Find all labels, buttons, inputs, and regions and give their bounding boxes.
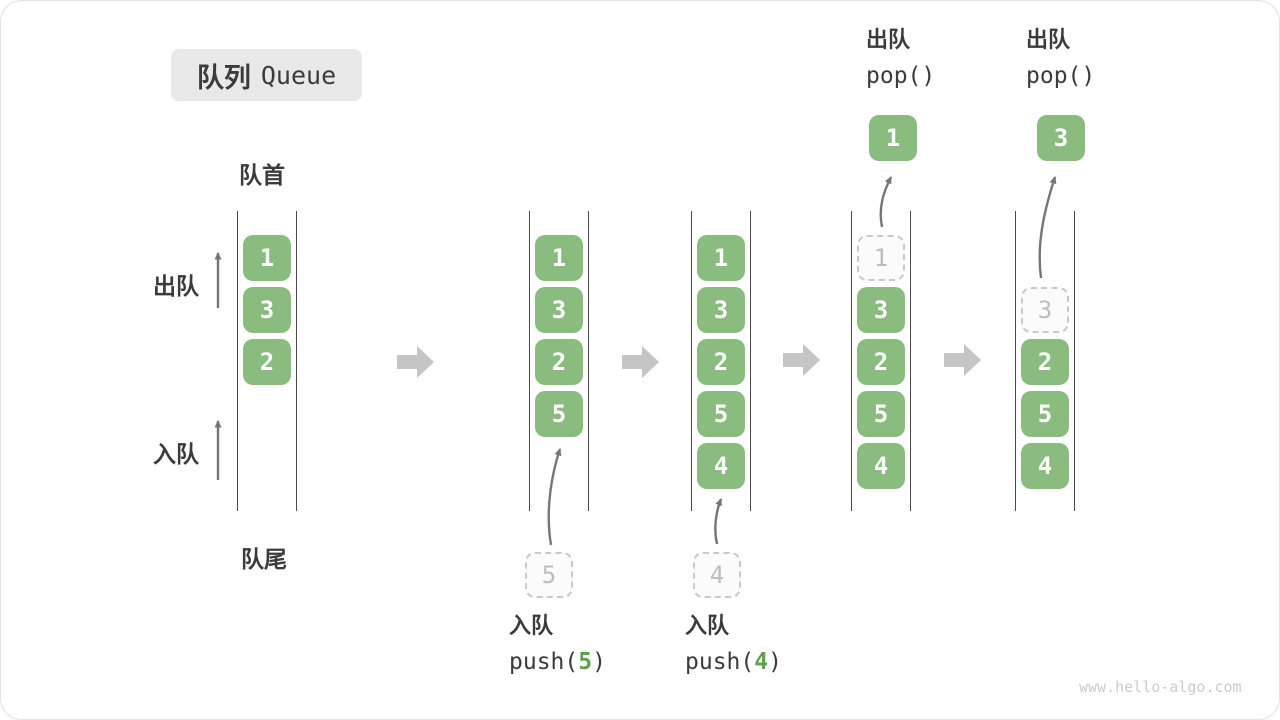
queue-element-cell: 1 [535, 235, 583, 281]
diagram-title-box: 队列 Queue [171, 49, 362, 101]
queue-element-cell: 1 [243, 235, 291, 281]
state-transition-right-block-arrow-icon [622, 346, 659, 378]
diagram-title-zh: 队列 [196, 62, 251, 94]
incoming-element-cell: 5 [525, 552, 573, 598]
queue-element-cell: 3 [697, 287, 745, 333]
queue-element-cell: 5 [1021, 391, 1069, 437]
incoming-element-cell: 4 [693, 552, 741, 598]
queue-element-cell: 4 [697, 443, 745, 489]
operation-argument: 4 [754, 649, 769, 675]
operation-label-zh: 入队 [685, 614, 730, 639]
popped-element-cell: 3 [1037, 115, 1085, 161]
watermark: www.hello-algo.com [1079, 678, 1242, 696]
operation-label-zh: 入队 [509, 614, 554, 639]
queue-element-cell: 5 [857, 391, 905, 437]
queue-column-state-3-after-push-4 [691, 211, 751, 511]
queue-element-cell: 3 [535, 287, 583, 333]
queue-element-cell: 3 [857, 287, 905, 333]
queue-column-state-4-after-pop-1 [851, 211, 911, 511]
queue-front-label: 队首 [239, 163, 285, 189]
queue-element-cell: 1 [697, 235, 745, 281]
queue-element-cell: 2 [857, 339, 905, 385]
queue-element-cell: 2 [1021, 339, 1069, 385]
queue-element-cell: 2 [535, 339, 583, 385]
popped-element-cell: 1 [869, 115, 917, 161]
queue-rear-label: 队尾 [241, 547, 287, 573]
removed-slot-cell: 3 [1021, 287, 1069, 333]
dequeue-side-label: 出队 [153, 274, 199, 300]
pop-operation-label: 出队 pop() [1026, 27, 1095, 90]
operation-label-zh: 出队 [866, 28, 911, 53]
state-transition-right-block-arrow-icon [783, 344, 820, 376]
queue-element-cell: 3 [243, 287, 291, 333]
queue-element-cell: 5 [697, 391, 745, 437]
removed-slot-cell: 1 [857, 235, 905, 281]
queue-column-state-2-after-push-5 [529, 211, 589, 511]
operation-argument: 5 [578, 649, 593, 675]
state-transition-right-block-arrow-icon [397, 346, 434, 378]
diagram-title-en: Queue [260, 60, 337, 90]
pop-operation-label: 出队 pop() [866, 27, 935, 90]
enqueue-side-label: 入队 [153, 442, 199, 468]
operation-code-label: pop() [866, 63, 936, 89]
operation-code-label: push(5) [509, 649, 606, 675]
operation-code-label: push(4) [685, 649, 782, 675]
queue-column-state-1 [237, 211, 297, 511]
operation-code-label: pop() [1026, 63, 1096, 89]
queue-column-state-5-after-pop-3 [1015, 211, 1075, 511]
queue-element-cell: 5 [535, 391, 583, 437]
state-transition-right-block-arrow-icon [944, 344, 981, 376]
queue-element-cell: 4 [857, 443, 905, 489]
queue-element-cell: 2 [243, 339, 291, 385]
queue-element-cell: 4 [1021, 443, 1069, 489]
queue-element-cell: 2 [697, 339, 745, 385]
push-operation-label: 入队 push(5) [509, 613, 606, 676]
operation-label-zh: 出队 [1026, 28, 1071, 53]
push-operation-label: 入队 push(4) [685, 613, 782, 676]
